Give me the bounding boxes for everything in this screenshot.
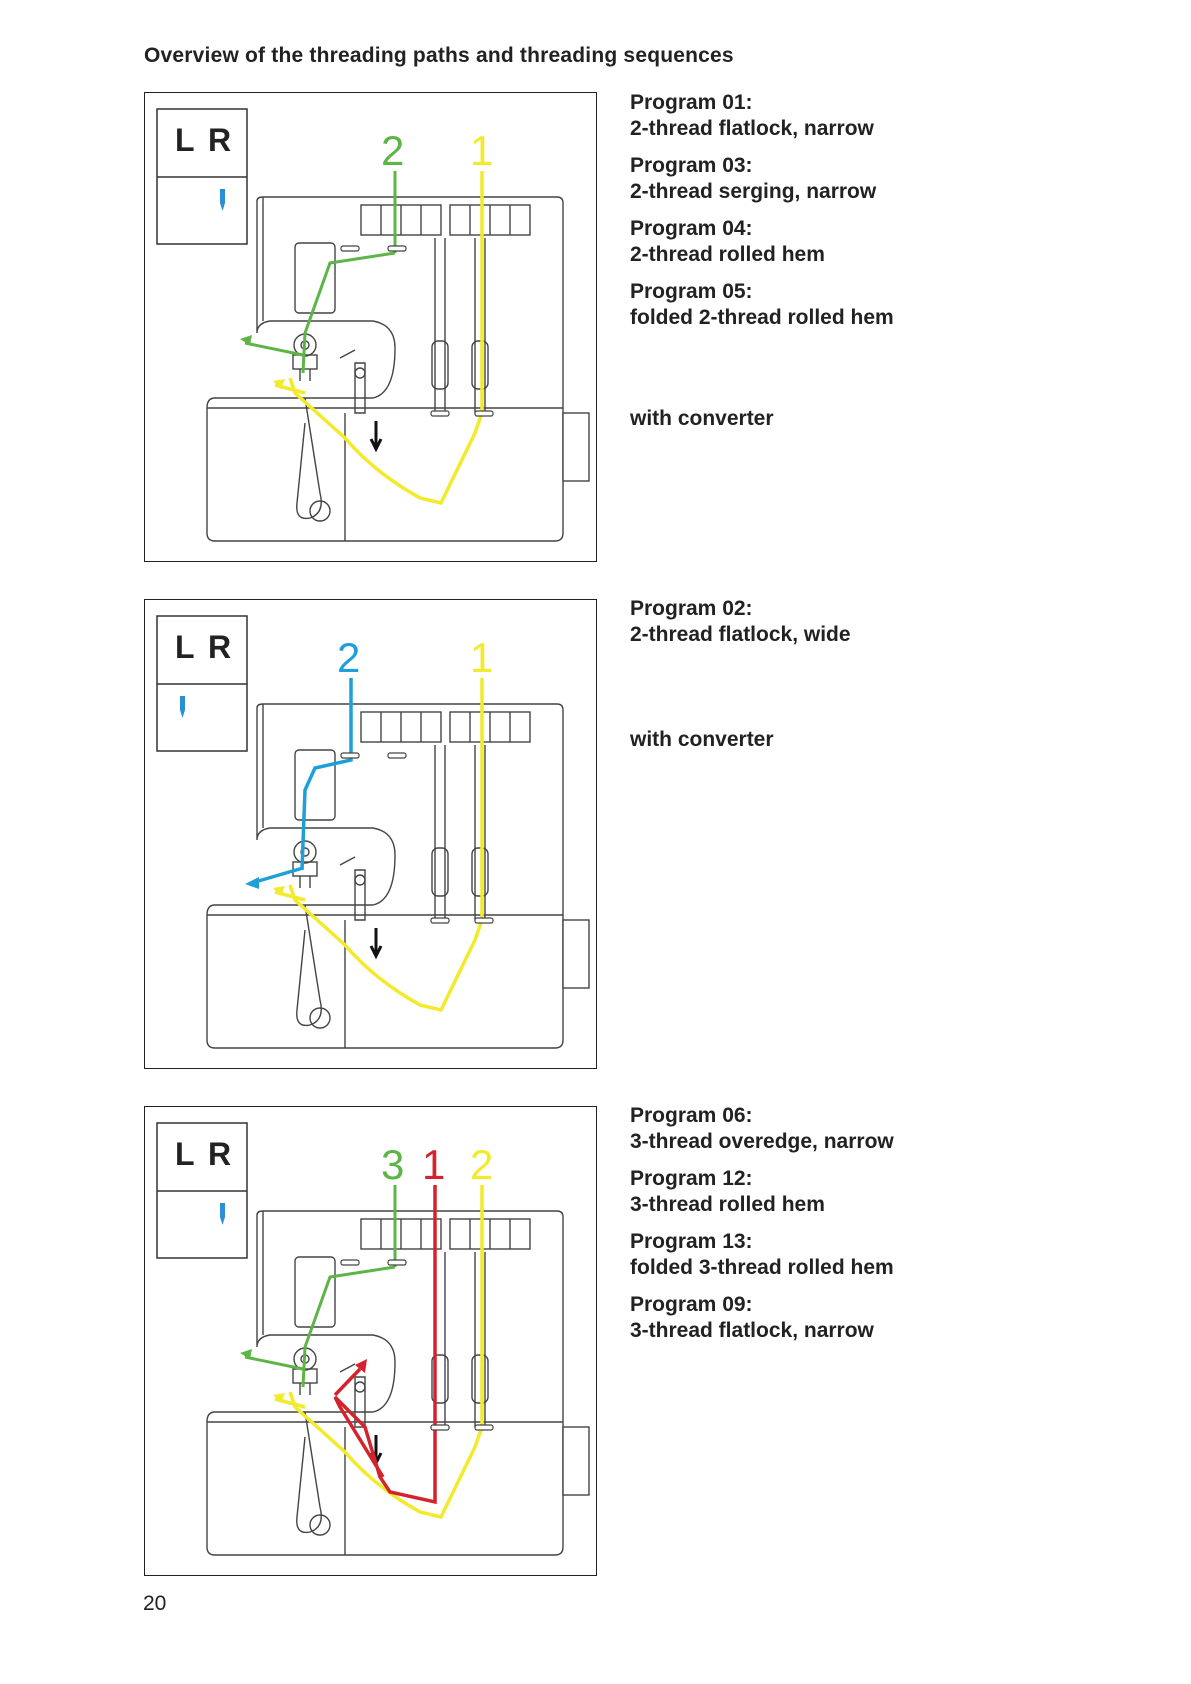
program-entry: Program 04: 2-thread rolled hem <box>630 216 1050 268</box>
thread-2-arrow <box>245 877 259 889</box>
program-list-3: Program 06: 3-thread overedge, narrow Pr… <box>630 1103 1050 1355</box>
threading-diagram-3: L R <box>144 1106 597 1576</box>
selector-right-label: R <box>208 1136 231 1172</box>
needle-selector-box: L R <box>156 108 248 245</box>
needle-position-icon <box>220 1203 225 1225</box>
selector-left-label: L <box>175 1136 195 1172</box>
converter-note: with converter <box>630 728 774 751</box>
thread-path-3 <box>301 1185 397 1388</box>
program-entry: Program 02: 2-thread flatlock, wide <box>630 596 1050 648</box>
thread-3-arrow <box>240 1349 252 1359</box>
thread-1-arrow <box>273 379 285 389</box>
needle-position-icon <box>180 696 185 718</box>
thread-number-3: 3 <box>381 1141 404 1188</box>
thread-path-1 <box>333 1185 437 1505</box>
page-title: Overview of the threading paths and thre… <box>144 44 734 67</box>
program-name: Program 02: <box>630 597 753 620</box>
needle-selector-box: L R <box>156 1122 248 1259</box>
program-entry: Program 09: 3-thread flatlock, narrow <box>630 1292 1050 1344</box>
program-entry: Program 01: 2-thread flatlock, narrow <box>630 90 1050 142</box>
thread-number-1: 1 <box>470 634 493 681</box>
program-desc: 3-thread overedge, narrow <box>630 1130 894 1153</box>
thread-number-1: 1 <box>470 127 493 174</box>
thread-number-2: 2 <box>381 127 404 174</box>
program-desc: 3-thread flatlock, narrow <box>630 1319 874 1342</box>
needle-position-icon <box>220 189 225 211</box>
selector-right-label: R <box>208 122 231 158</box>
program-desc: 2-thread flatlock, wide <box>630 623 851 646</box>
program-name: Program 04: <box>630 217 753 240</box>
serger-machine-outline <box>206 1210 590 1556</box>
page-number: 20 <box>143 1592 167 1615</box>
thread-2-arrow <box>240 335 252 345</box>
program-name: Program 03: <box>630 154 753 177</box>
program-desc: folded 2-thread rolled hem <box>630 306 894 329</box>
program-desc: 3-thread rolled hem <box>630 1193 825 1216</box>
program-list-2: Program 02: 2-thread flatlock, wide <box>630 596 1050 659</box>
program-desc: 2-thread flatlock, narrow <box>630 117 874 140</box>
thread-path-2 <box>301 171 397 374</box>
threading-diagram-1: L R <box>144 92 597 562</box>
program-entry: Program 05: folded 2-thread rolled hem <box>630 279 1050 331</box>
program-desc: 2-thread rolled hem <box>630 243 825 266</box>
program-entry: Program 06: 3-thread overedge, narrow <box>630 1103 1050 1155</box>
thread-number-2: 2 <box>470 1141 493 1188</box>
selector-left-label: L <box>175 122 195 158</box>
serger-machine-outline <box>206 703 590 1049</box>
needle-selector-box: L R <box>156 615 248 752</box>
thread-path-1 <box>274 678 484 1013</box>
program-name: Program 09: <box>630 1293 753 1316</box>
program-name: Program 12: <box>630 1167 753 1190</box>
program-name: Program 13: <box>630 1230 753 1253</box>
thread-path-2 <box>254 678 353 884</box>
selector-right-label: R <box>208 629 231 665</box>
program-name: Program 05: <box>630 280 753 303</box>
thread-number-1: 1 <box>422 1141 445 1188</box>
program-entry: Program 12: 3-thread rolled hem <box>630 1166 1050 1218</box>
program-entry: Program 13: folded 3-thread rolled hem <box>630 1229 1050 1281</box>
program-list-1: Program 01: 2-thread flatlock, narrow Pr… <box>630 90 1050 342</box>
program-name: Program 01: <box>630 91 753 114</box>
thread-1-arrow <box>273 886 285 896</box>
thread-number-2: 2 <box>337 634 360 681</box>
program-name: Program 06: <box>630 1104 753 1127</box>
program-desc: 2-thread serging, narrow <box>630 180 877 203</box>
converter-note: with converter <box>630 407 774 430</box>
program-entry: Program 03: 2-thread serging, narrow <box>630 153 1050 205</box>
program-desc: folded 3-thread rolled hem <box>630 1256 894 1279</box>
thread-2-arrow <box>273 1393 285 1403</box>
selector-left-label: L <box>175 629 195 665</box>
serger-machine-outline <box>206 196 590 542</box>
threading-diagram-2: L R <box>144 599 597 1069</box>
thread-1-arrow <box>355 1359 367 1373</box>
